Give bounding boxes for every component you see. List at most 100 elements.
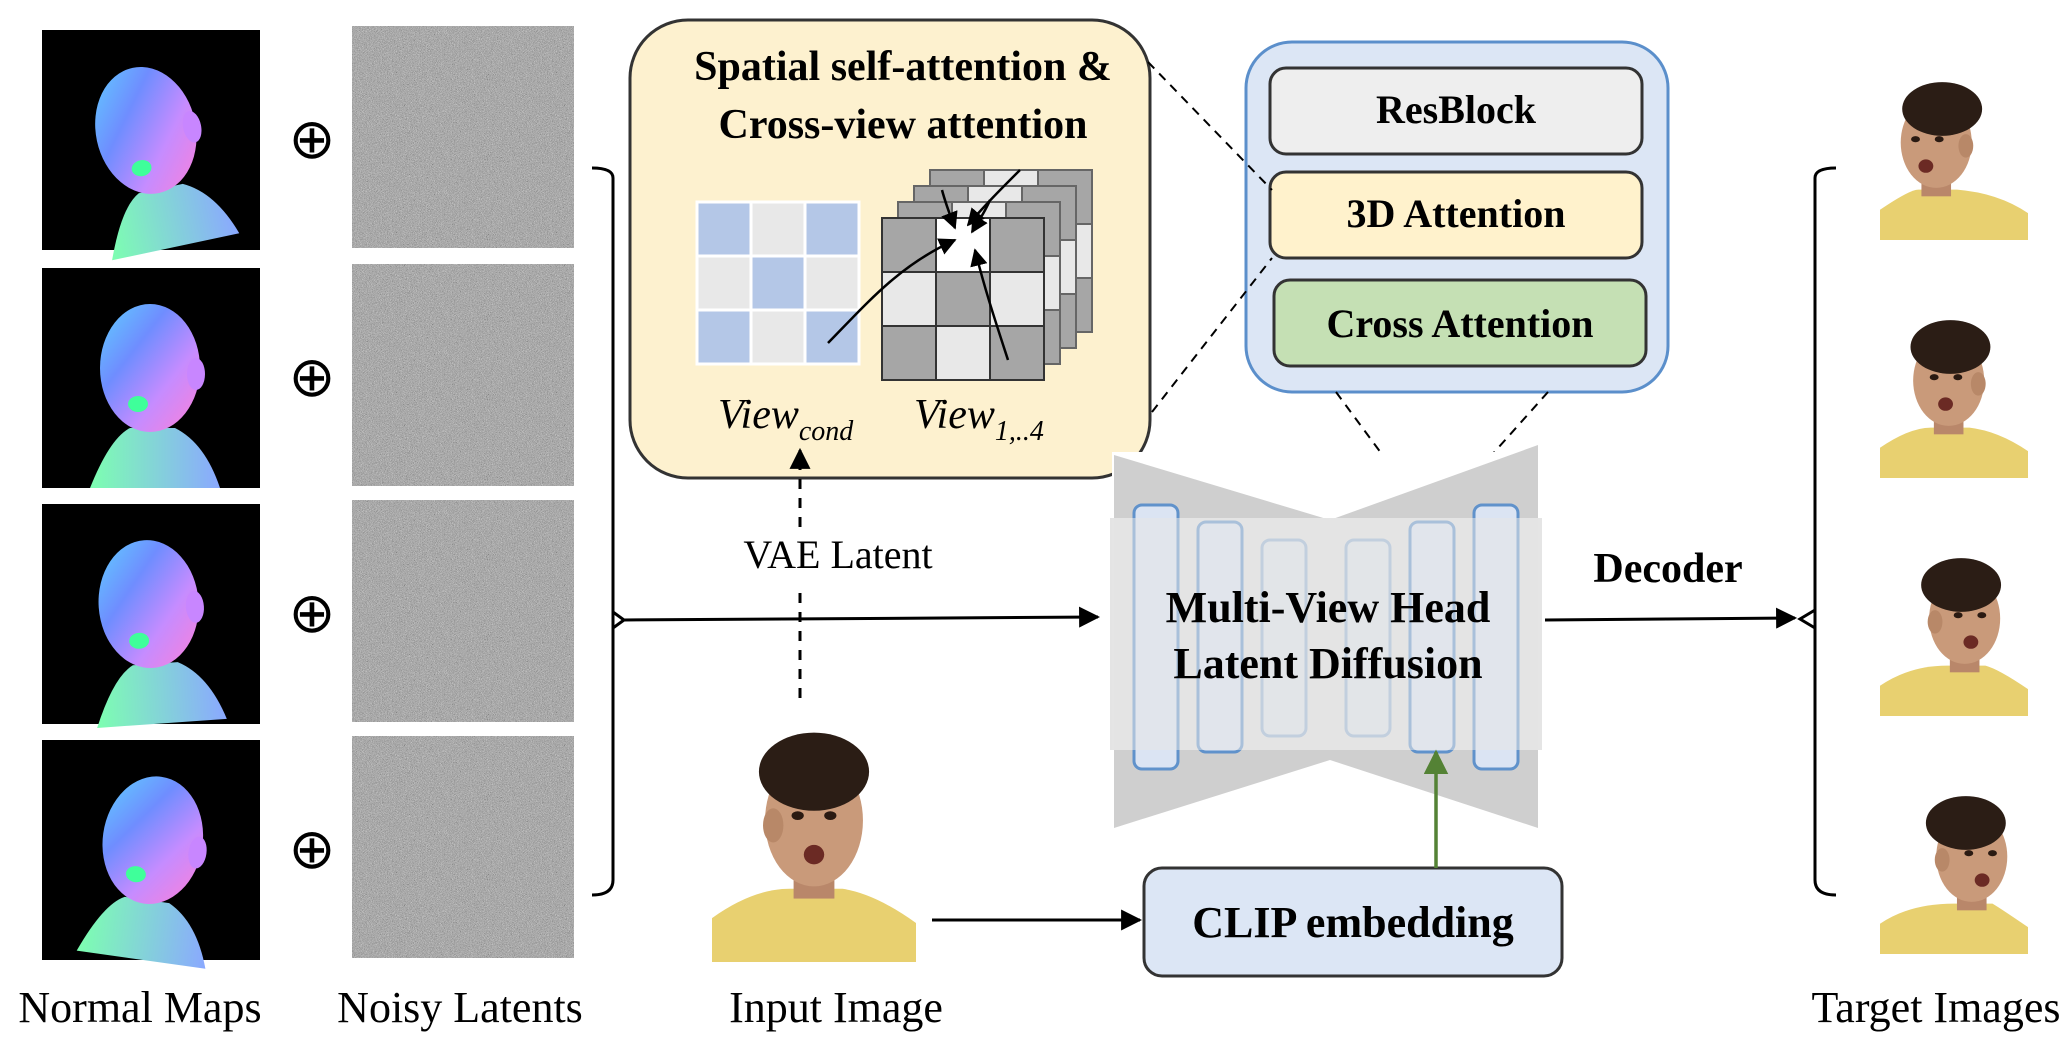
input-image-label: Input Image xyxy=(729,983,943,1032)
view-grid-cell xyxy=(881,325,937,381)
portrait-mouth xyxy=(803,844,825,865)
portrait-shirt xyxy=(1880,427,2028,478)
noisy-latent-3 xyxy=(352,500,574,722)
cond-grid-cell xyxy=(803,254,861,312)
portrait-eye xyxy=(1934,136,1944,143)
portrait-eye xyxy=(1911,136,1920,143)
normal-map-face xyxy=(98,540,199,668)
view-multi-label: View1,..4 xyxy=(914,392,1044,447)
portrait-ear xyxy=(763,808,784,843)
plus-symbol: ⊕ xyxy=(289,345,336,410)
view-grid-cell xyxy=(989,217,1045,273)
left-bracket-tip xyxy=(612,610,627,630)
normal-map-4 xyxy=(42,740,260,969)
portrait-hair xyxy=(1910,320,1991,374)
normal-map-face xyxy=(95,66,197,194)
portrait-eye xyxy=(1964,850,1974,857)
cond-grid-cell xyxy=(695,200,753,258)
resblock-box xyxy=(1268,66,1644,156)
diffusion-label-line2: Latent Diffusion xyxy=(1173,639,1482,688)
target-images-label: Target Images xyxy=(1811,983,2060,1032)
target-image-1 xyxy=(1880,82,2028,240)
unet-layer-bars xyxy=(1112,503,1542,771)
unet-center-overlay xyxy=(1112,518,1542,750)
plus-symbol: ⊕ xyxy=(289,107,336,172)
target-image-4 xyxy=(1880,796,2028,954)
noisy-latent-2 xyxy=(352,264,574,486)
portrait-eye xyxy=(791,811,804,820)
portrait-eye xyxy=(824,811,837,820)
attention-arrows xyxy=(827,169,1021,361)
noisy-latents-label: Noisy Latents xyxy=(337,983,583,1032)
portrait-eye xyxy=(1953,612,1963,619)
view-multi-grid-stack xyxy=(881,169,1093,381)
view-cond-label: Viewcond xyxy=(718,392,854,447)
normal-map-head xyxy=(95,66,240,261)
portrait-mouth xyxy=(1918,159,1934,173)
normal-map-head xyxy=(90,304,220,488)
normal-map-1 xyxy=(42,30,260,261)
portrait-hair xyxy=(1925,796,2006,850)
left-bracket xyxy=(591,166,615,897)
normal-map-ear xyxy=(182,110,202,143)
decoder-label: Decoder xyxy=(1593,546,1742,592)
plus-symbol: ⊕ xyxy=(289,817,336,882)
portrait-ear xyxy=(1958,134,1974,158)
normal-map-3 xyxy=(42,504,260,728)
attention-title-line1: Spatial self-attention & xyxy=(694,44,1112,90)
view-grid-cell xyxy=(935,325,991,381)
normal-map-ear xyxy=(187,358,205,390)
target-images xyxy=(1880,82,2028,954)
target-image-2 xyxy=(1880,320,2028,478)
diffusion-label-line1: Multi-View Head xyxy=(1166,583,1491,632)
cond-grid-cell xyxy=(695,254,753,312)
normal-map-head xyxy=(97,540,227,728)
cond-grid-cell xyxy=(803,200,861,258)
vae-label-bg xyxy=(700,528,930,586)
normal-map-ear xyxy=(185,590,204,623)
portrait-hair xyxy=(758,732,870,811)
plus-symbol: ⊕ xyxy=(289,581,336,646)
inputs-to-diffusion-arrow xyxy=(623,606,1101,628)
portrait-ear xyxy=(1927,610,1943,634)
normal-maps-label: Normal Maps xyxy=(18,983,261,1032)
normal-map-face xyxy=(100,304,200,432)
view-grid-cell xyxy=(989,271,1045,327)
input-portrait xyxy=(712,732,916,962)
noisy-latent-1 xyxy=(352,26,574,248)
portrait-eye xyxy=(1977,612,1987,619)
normal-map-neck xyxy=(76,896,206,969)
attention-3d-label: 3D Attention xyxy=(1347,191,1566,236)
view-grid-1 xyxy=(881,217,1045,381)
normal-map-mouth xyxy=(131,160,152,177)
portrait-hair xyxy=(1902,82,1983,136)
clip-embedding-label: CLIP embedding xyxy=(1192,898,1514,947)
normal-map-mouth xyxy=(129,632,150,649)
cross-attention-label: Cross Attention xyxy=(1326,301,1593,346)
normal-map-neck xyxy=(90,428,220,488)
normal-map-neck xyxy=(97,662,227,728)
normal-map-mouth xyxy=(128,396,148,412)
view-grid-cell xyxy=(881,217,937,273)
normal-map-2 xyxy=(42,268,260,488)
normal-map-head xyxy=(76,776,207,969)
portrait-shirt xyxy=(1880,665,2028,716)
input-image xyxy=(712,732,916,962)
noisy-latent-4 xyxy=(352,736,574,958)
portrait-hair xyxy=(1921,558,2002,612)
cond-grid-cell xyxy=(749,254,807,312)
portrait-eye xyxy=(1953,374,1963,381)
normal-map-mouth xyxy=(125,866,146,883)
clip-embedding-box xyxy=(1142,866,1564,978)
portrait-eye xyxy=(1929,374,1939,381)
left-rows: ⊕ ⊕ ⊕ ⊕ xyxy=(42,26,574,969)
normal-map-ear xyxy=(188,836,207,869)
portrait-mouth xyxy=(1938,397,1953,411)
portrait-mouth xyxy=(1963,635,1979,649)
target-image-3 xyxy=(1880,558,2028,716)
view-grid-cell xyxy=(989,325,1045,381)
portrait-shirt xyxy=(712,888,916,962)
portrait-shirt xyxy=(1880,189,2028,240)
